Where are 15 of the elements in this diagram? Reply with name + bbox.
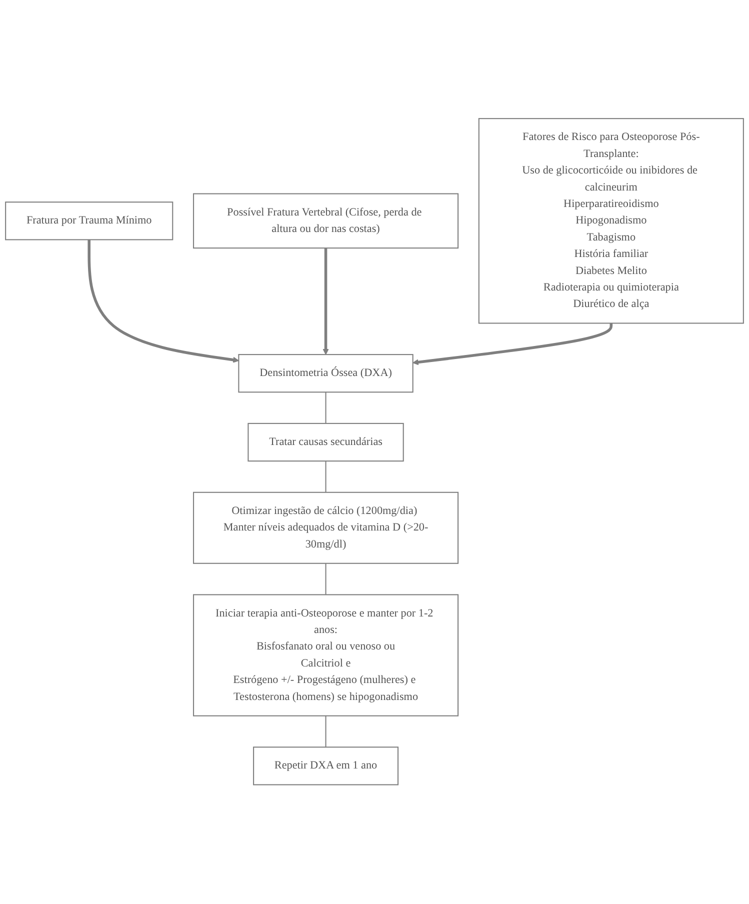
connector <box>325 564 326 596</box>
node-box: Fatores de Risco para Osteoporose Pós-Transplante: Uso de glicocorticóide ou inibidores de calcineurim Hiperparatireoidismo Hipogonadismo Tabagismo História familiar Diabetes Melito Radioterapia ou quimioterapia Diurético de alça <box>478 118 744 324</box>
arrow <box>412 324 613 366</box>
node-box: Fratura por Trauma Mínimo <box>5 202 174 241</box>
connector <box>325 392 326 424</box>
connector <box>325 716 326 748</box>
connector <box>325 461 326 493</box>
node-box: Iniciar terapia anti-Osteoporose e manter por 1-2 anos: Bisfosfanato oral ou venoso ou Calcitriol e Estrógeno +/- Progestágeno (mulheres) e Testosterona (homens) se hipogonadismo <box>193 594 459 717</box>
node-box: Tratar causas secundárias <box>248 423 404 462</box>
node-box: Possível Fratura Vertebral (Cifose, perda de altura ou dor nas costas) <box>193 194 459 249</box>
arrow <box>88 240 239 364</box>
node-box: Densintometria Óssea (DXA) <box>238 354 414 393</box>
node-box: Otimizar ingestão de cálcio (1200mg/dia) Manter níveis adequados de vitamina D (>20-30mg/dl) <box>193 492 459 564</box>
node-box: Repetir DXA em 1 ano <box>253 746 399 786</box>
arrow <box>322 248 329 356</box>
